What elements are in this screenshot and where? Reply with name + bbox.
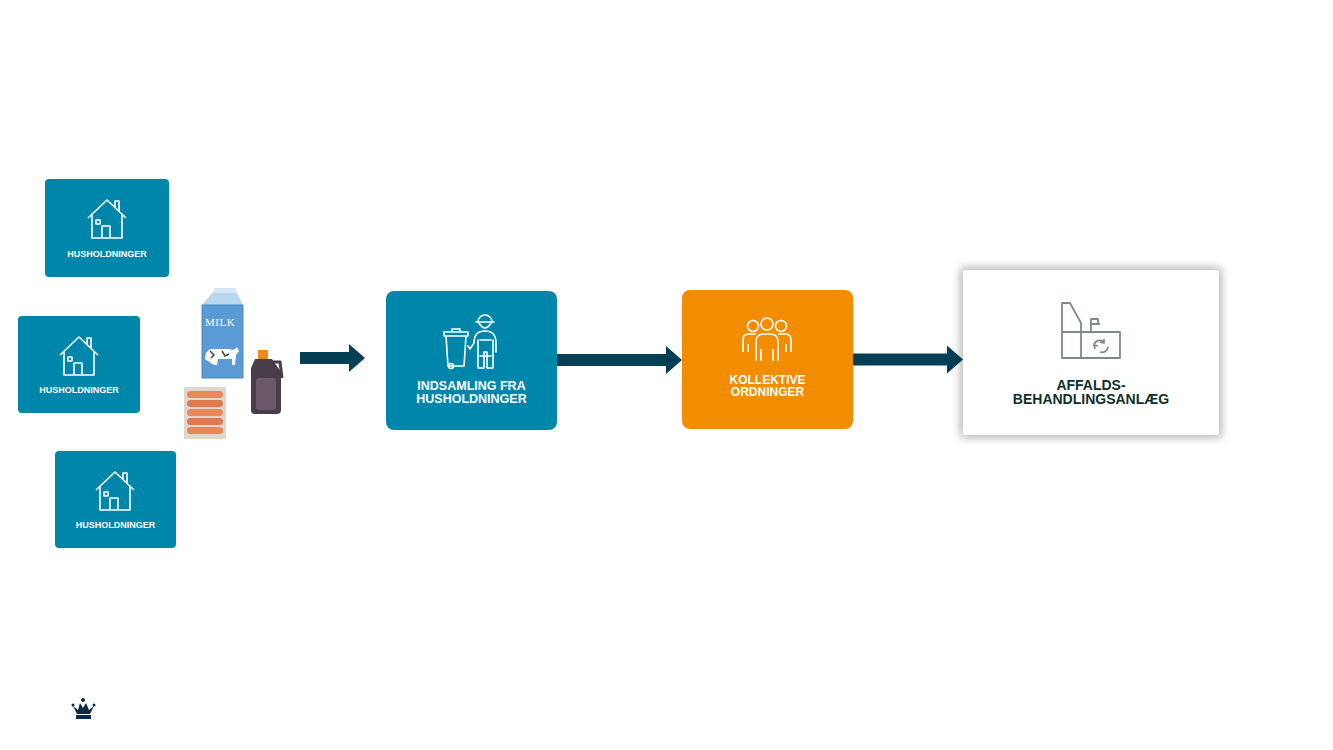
sausages [184,387,226,439]
flow-arrow [853,354,947,366]
node-label: HUSHOLDNINGER [76,521,156,530]
flow-arrow [300,344,365,372]
node-label: HUSHOLDNINGER [67,250,147,259]
household-box: HUSHOLDNINGER [45,179,169,277]
flow-arrow [557,354,666,366]
household-box: HUSHOLDNINGER [18,316,140,413]
node-label: AFFALDS- BEHANDLINGSANLÆG [991,378,1191,407]
product-label: MILK [205,316,235,328]
detergent-bottle [251,350,282,414]
household-box: HUSHOLDNINGER [55,451,176,548]
collection-box: INDSAMLING FRA HUSHOLDNINGER [386,291,557,430]
scheme-box: KOLLEKTIVE ORDNINGER [682,290,853,429]
treatment-plant-box: AFFALDS- BEHANDLINGSANLÆG [963,270,1219,435]
milk-carton [202,288,243,378]
crown-logo [72,698,96,719]
node-label: HUSHOLDNINGER [39,386,119,395]
node-label: KOLLEKTIVE ORDNINGER [703,374,833,399]
node-label: INDSAMLING FRA HUSHOLDNINGER [397,380,547,406]
